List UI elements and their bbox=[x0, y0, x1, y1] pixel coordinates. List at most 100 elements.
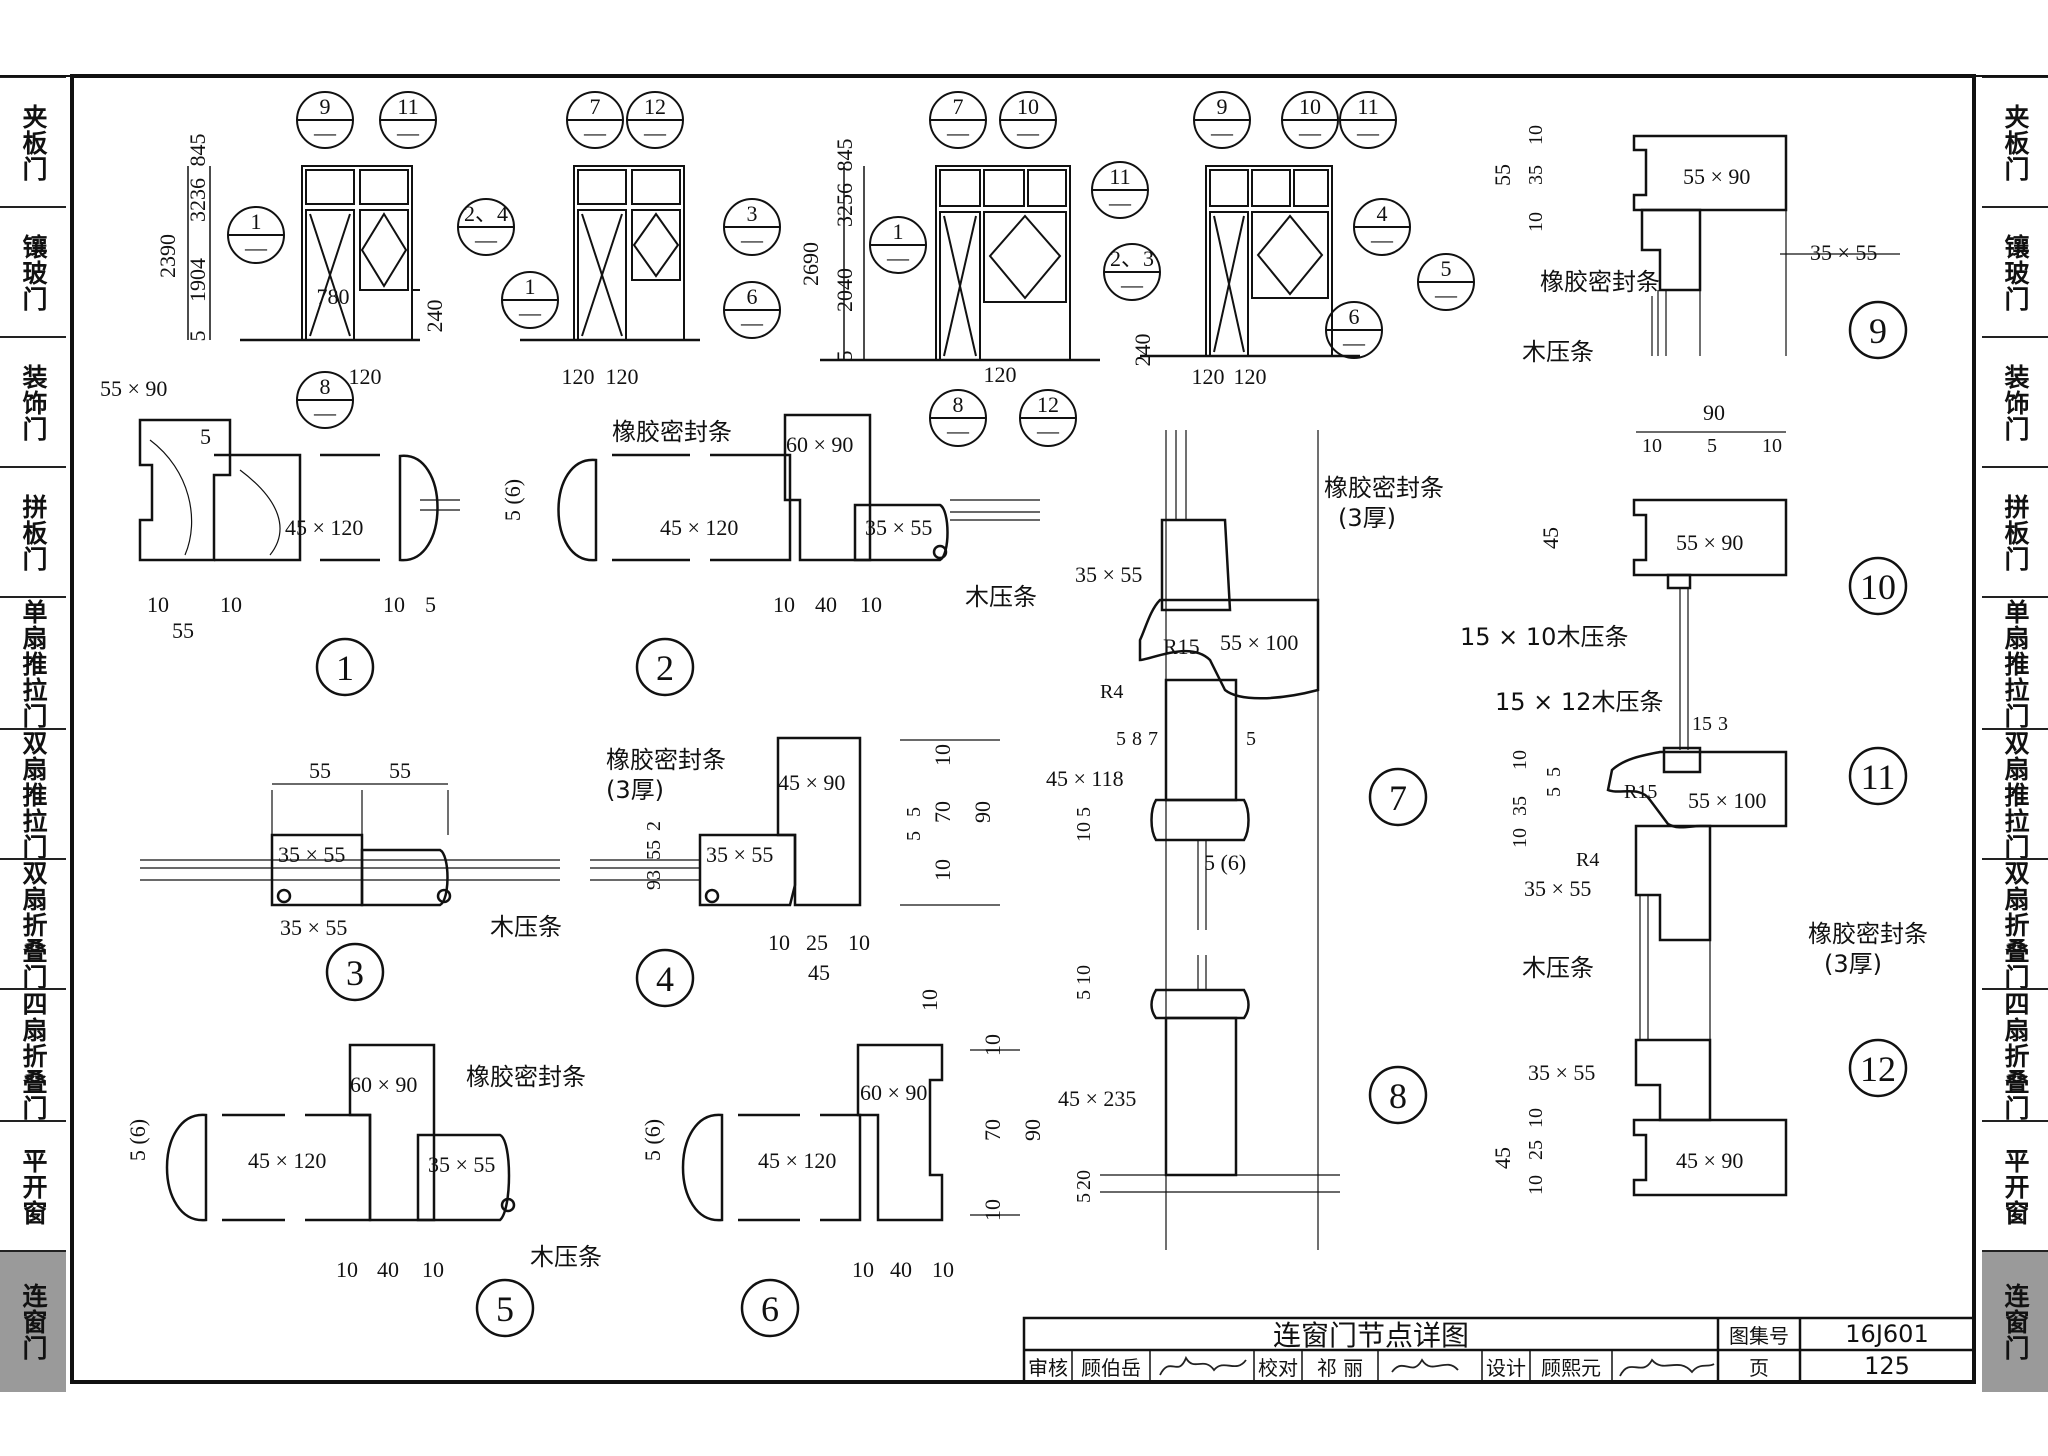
detail-11-marker bbox=[1848, 746, 1908, 806]
detail-9-section bbox=[1632, 134, 1900, 356]
d2-label-5-6: 5 (6) bbox=[500, 479, 525, 521]
elev3-dim-845: 845 bbox=[832, 139, 857, 172]
dash: — bbox=[1108, 190, 1132, 215]
d12-dim-10a: 10 bbox=[1525, 1108, 1547, 1128]
callout-e4-6: 6 bbox=[1349, 304, 1360, 329]
d5-dim-10b: 10 bbox=[422, 1257, 444, 1282]
tab-label: 拼板门 bbox=[19, 494, 48, 572]
dash: — bbox=[474, 227, 498, 252]
d4-dim-10d: 10 bbox=[930, 859, 955, 881]
tab-right-9[interactable]: 连窗门 bbox=[1982, 1250, 2048, 1392]
d5-dim-40: 40 bbox=[377, 1257, 399, 1282]
detail-5-marker bbox=[475, 1278, 535, 1338]
detail-2-section bbox=[557, 413, 1040, 562]
title-block-grid bbox=[1022, 1316, 1976, 1384]
d1-dim-10c: 10 bbox=[383, 592, 405, 617]
tab-left-2[interactable]: 装饰门 bbox=[0, 336, 66, 468]
d4-dim-93: 93 bbox=[643, 870, 665, 890]
d10-dim-10a: 10 bbox=[1642, 435, 1662, 457]
dash: — bbox=[946, 120, 970, 145]
elevation-callouts bbox=[227, 91, 1475, 447]
d12-label-wood-strip: 木压条 bbox=[1522, 954, 1594, 982]
tab-left-9[interactable]: 连窗门 bbox=[0, 1250, 66, 1392]
d6-label-45x120: 45 × 120 bbox=[758, 1148, 836, 1173]
detail-7-number: 7 bbox=[1389, 778, 1407, 818]
d1-label-5: 5 bbox=[200, 424, 211, 449]
d3-dim-55b: 55 bbox=[389, 758, 411, 783]
d11-label-r4: R4 bbox=[1576, 849, 1599, 871]
tab-left-7[interactable]: 四扇折叠门 bbox=[0, 988, 66, 1122]
d4-dim-5a: 5 bbox=[903, 807, 925, 817]
callout-e3-10: 10 bbox=[1017, 94, 1039, 119]
dash: — bbox=[583, 120, 607, 145]
d10-label-55x90: 55 × 90 bbox=[1676, 530, 1743, 555]
dash: — bbox=[396, 120, 420, 145]
dash: — bbox=[1036, 418, 1060, 443]
d3-label-wood-strip: 木压条 bbox=[490, 913, 562, 941]
tab-label: 双扇折叠门 bbox=[2001, 860, 2030, 990]
d4-dim-25: 25 bbox=[806, 930, 828, 955]
detail-9-number: 9 bbox=[1869, 311, 1887, 351]
dash: — bbox=[1342, 330, 1366, 355]
tab-label: 平开窗 bbox=[2001, 1148, 2030, 1226]
tab-left-1[interactable]: 镶玻门 bbox=[0, 206, 66, 338]
detail-2-marker bbox=[635, 637, 695, 697]
d9-label-wood-strip: 木压条 bbox=[1522, 338, 1594, 366]
d7-dim-10: 10 bbox=[1073, 822, 1095, 842]
page-label: 页 bbox=[1749, 1355, 1769, 1380]
d9-dim-10b: 10 bbox=[1525, 212, 1547, 232]
tab-label: 镶玻门 bbox=[2001, 234, 2030, 312]
d7-dim-5c: 5 bbox=[1073, 807, 1095, 817]
tab-right-5[interactable]: 双扇推拉门 bbox=[1982, 728, 2048, 860]
detail-1-section bbox=[138, 418, 460, 562]
d11-dim-5b: 5 bbox=[1543, 787, 1565, 797]
tab-left-8[interactable]: 平开窗 bbox=[0, 1120, 66, 1252]
tab-left-5[interactable]: 双扇推拉门 bbox=[0, 728, 66, 860]
detail-9-marker bbox=[1848, 300, 1908, 360]
tab-right-4[interactable]: 单扇推拉门 bbox=[1982, 596, 2048, 730]
callout-e4-11: 11 bbox=[1357, 94, 1378, 119]
d4-dim-10c: 10 bbox=[930, 744, 955, 766]
tab-right-8[interactable]: 平开窗 bbox=[1982, 1120, 2048, 1252]
d3-label-35x55a: 35 × 55 bbox=[278, 842, 345, 867]
d12-dim-25: 25 bbox=[1525, 1140, 1547, 1160]
tab-left-4[interactable]: 单扇推拉门 bbox=[0, 596, 66, 730]
tab-right-1[interactable]: 镶玻门 bbox=[1982, 206, 2048, 338]
tab-left-3[interactable]: 拼板门 bbox=[0, 466, 66, 598]
d7-label-r4: R4 bbox=[1100, 681, 1123, 703]
callout-e1-8: 8 bbox=[320, 374, 331, 399]
tab-right-7[interactable]: 四扇折叠门 bbox=[1982, 988, 2048, 1122]
callout-e3-11: 11 bbox=[1109, 164, 1130, 189]
tab-right-6[interactable]: 双扇折叠门 bbox=[1982, 858, 2048, 990]
detail-11-section bbox=[1606, 680, 1788, 1040]
elev1-dim-780: 780 bbox=[317, 284, 350, 309]
elev2-dim-120b: 120 bbox=[606, 364, 639, 389]
detail-7-8-section bbox=[1100, 430, 1340, 1250]
detail-5-section bbox=[165, 1043, 516, 1222]
d11-dim-10b: 10 bbox=[1509, 828, 1531, 848]
d10-dim-45: 45 bbox=[1538, 527, 1563, 549]
dash: — bbox=[740, 227, 764, 252]
tab-right-2[interactable]: 装饰门 bbox=[1982, 336, 2048, 468]
tab-left-6[interactable]: 双扇折叠门 bbox=[0, 858, 66, 990]
d6-dim-70: 70 bbox=[980, 1119, 1005, 1141]
d7-label-rubber-seal: 橡胶密封条 bbox=[1324, 474, 1444, 502]
detail-12-section bbox=[1632, 826, 1788, 1197]
dash: — bbox=[1370, 227, 1394, 252]
d4-dim-5b: 5 bbox=[903, 831, 925, 841]
elev4-dim-240: 240 bbox=[1130, 334, 1155, 367]
elevation-callout-labels: 9 11 1 2、4 8 7 12 1 3 6 7 10 11 1 2、3 8 … bbox=[251, 94, 1452, 417]
d8-dim-5b: 5 bbox=[1073, 1193, 1095, 1203]
d7-dim-8: 8 bbox=[1132, 728, 1142, 750]
d12-label-35x55: 35 × 55 bbox=[1528, 1060, 1595, 1085]
detail-11-number: 11 bbox=[1861, 757, 1896, 797]
d1-dim-55: 55 bbox=[172, 618, 194, 643]
review-label: 审核 bbox=[1028, 1355, 1068, 1380]
d4-dim-2: 2 bbox=[643, 821, 665, 831]
callout-e3-8: 8 bbox=[953, 392, 964, 417]
d11-label-55x100: 55 × 100 bbox=[1688, 788, 1766, 813]
design-label: 设计 bbox=[1486, 1355, 1526, 1380]
tab-right-3[interactable]: 拼板门 bbox=[1982, 466, 2048, 598]
d4-dim-10a: 10 bbox=[768, 930, 790, 955]
d10-label-wood-strip: 15 × 10木压条 bbox=[1460, 623, 1628, 651]
